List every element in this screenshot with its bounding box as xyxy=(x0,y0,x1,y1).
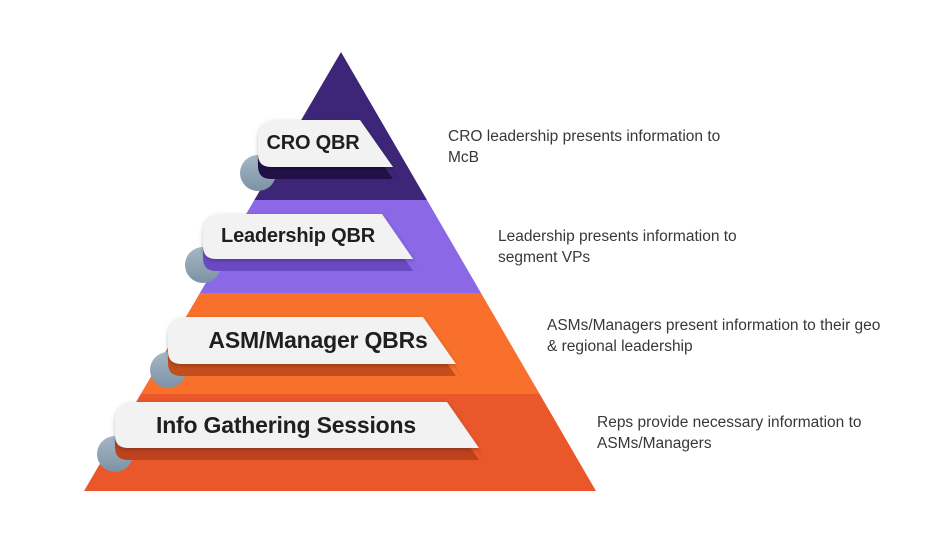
level-banner-2 xyxy=(203,214,413,259)
level-description-info-gathering: Reps provide necessary information to AS… xyxy=(597,414,862,452)
ribbon-level-3 xyxy=(150,317,464,388)
ribbon-level-1 xyxy=(240,120,401,191)
ribbon-level-2 xyxy=(185,214,421,283)
level-label-leadership-qbr: Leadership QBR xyxy=(221,225,375,247)
level-label-info-gathering: Info Gathering Sessions xyxy=(156,411,416,438)
level-description-asm-manager-qbrs: ASMs/Managers present information to the… xyxy=(547,317,881,355)
level-banner-3 xyxy=(168,317,456,364)
level-description-leadership-qbr: Leadership presents information to segme… xyxy=(498,228,737,266)
level-description-cro-qbr: CRO leadership presents information to M… xyxy=(448,128,721,166)
ribbon-level-4 xyxy=(97,402,487,472)
level-banner-1 xyxy=(258,120,393,167)
level-label-asm-manager-qbrs: ASM/Manager QBRs xyxy=(208,327,428,353)
level-label-cro-qbr: CRO QBR xyxy=(266,132,360,154)
level-banner-4 xyxy=(115,402,479,448)
